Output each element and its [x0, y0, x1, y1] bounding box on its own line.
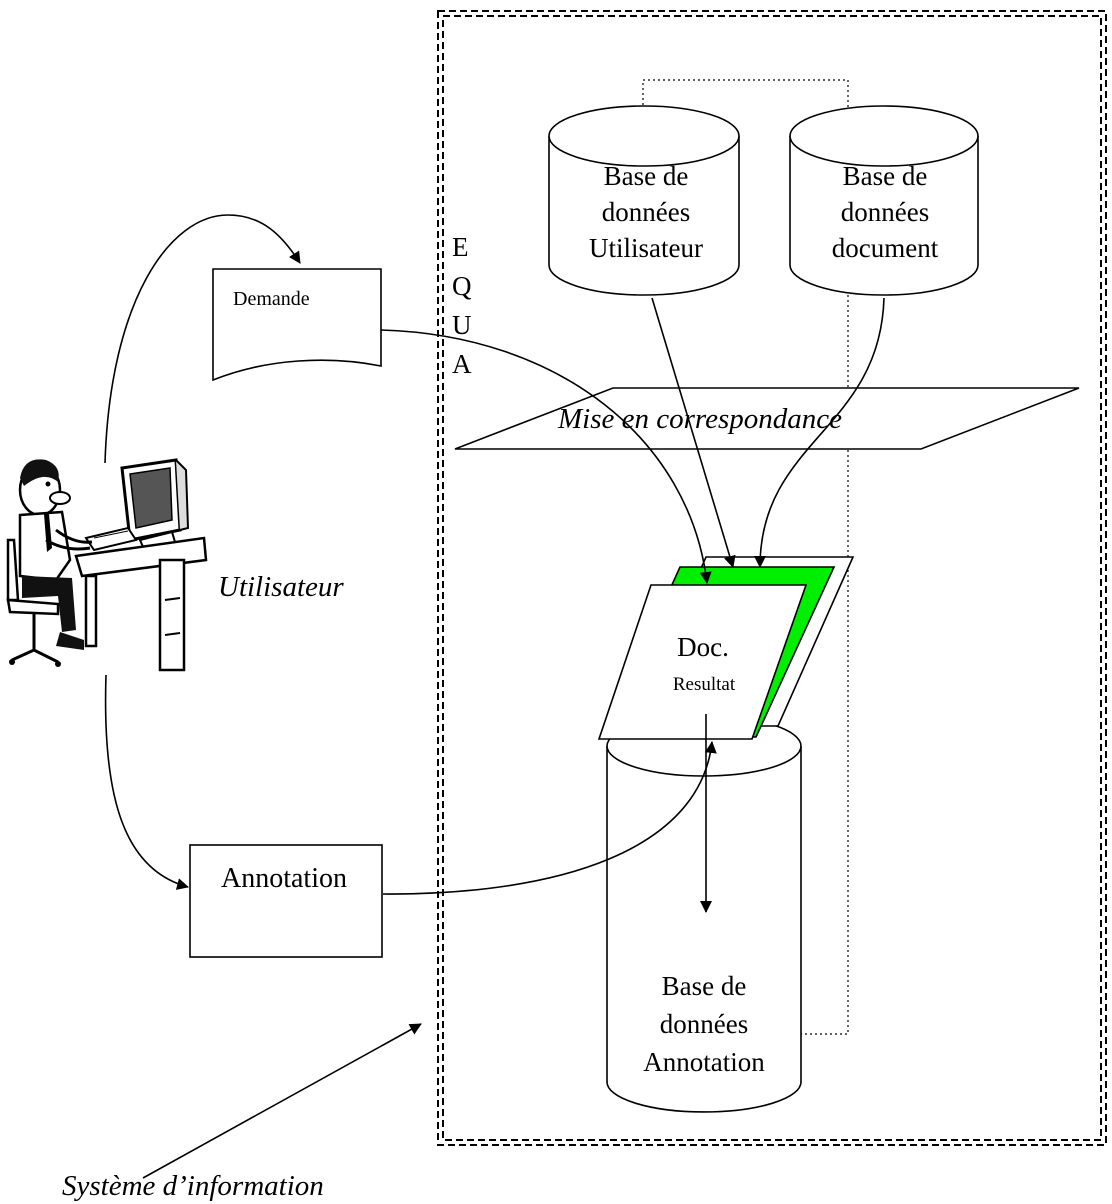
result-document-front — [597, 584, 808, 740]
person-at-computer-icon — [6, 458, 208, 672]
database-utilisateur: Base de données Utilisateur — [548, 105, 740, 296]
db-annotation-line-1: Base de — [662, 971, 747, 1001]
utilisateur-label: Utilisateur — [218, 571, 344, 603]
equa-label: E Q U A — [452, 232, 472, 379]
demande-document: Demande — [212, 268, 382, 382]
db-utilisateur-line-1: Base de — [604, 161, 689, 191]
annotation-box: Annotation — [189, 844, 383, 958]
database-annotation: Base de données Annotation — [606, 715, 802, 1113]
matching-parallelogram: Mise en correspondance — [454, 387, 1080, 450]
arrow-demande-to-result — [380, 329, 712, 584]
arrow-user-to-demande — [104, 214, 301, 464]
arrow-userdb-to-result — [651, 297, 736, 568]
equa-frame — [437, 10, 1107, 1146]
equa-letter-a: A — [452, 349, 472, 379]
result-document-stack: Doc. Resultat — [597, 556, 855, 740]
connectors — [104, 214, 885, 1179]
equa-letter-e: E — [452, 232, 469, 262]
result-doc-line-1: Doc. — [677, 632, 729, 662]
database-document: Base de données document — [789, 105, 979, 296]
feedback-dotted-connector — [642, 79, 849, 1035]
systeme-information-label: Système d’information — [62, 1170, 324, 1202]
demande-label: Demande — [233, 288, 310, 310]
equa-letter-u: U — [452, 310, 472, 340]
arrow-info-system-to-frame — [142, 1023, 422, 1179]
db-document-line-2: données — [841, 197, 929, 227]
annotation-label: Annotation — [221, 863, 347, 894]
db-utilisateur-line-2: données — [602, 197, 690, 227]
db-annotation-line-2: données — [660, 1009, 748, 1039]
arrow-user-to-annotation — [104, 674, 189, 890]
matching-label: Mise en correspondance — [557, 403, 842, 435]
db-document-line-1: Base de — [843, 161, 928, 191]
db-utilisateur-line-3: Utilisateur — [589, 233, 703, 263]
result-doc-line-2: Resultat — [673, 674, 736, 695]
equa-letter-q: Q — [452, 271, 472, 301]
db-annotation-line-3: Annotation — [643, 1047, 765, 1077]
arrow-annotation-to-result — [382, 741, 717, 895]
arrow-docdb-to-result — [754, 297, 885, 568]
db-document-line-3: document — [832, 233, 939, 263]
